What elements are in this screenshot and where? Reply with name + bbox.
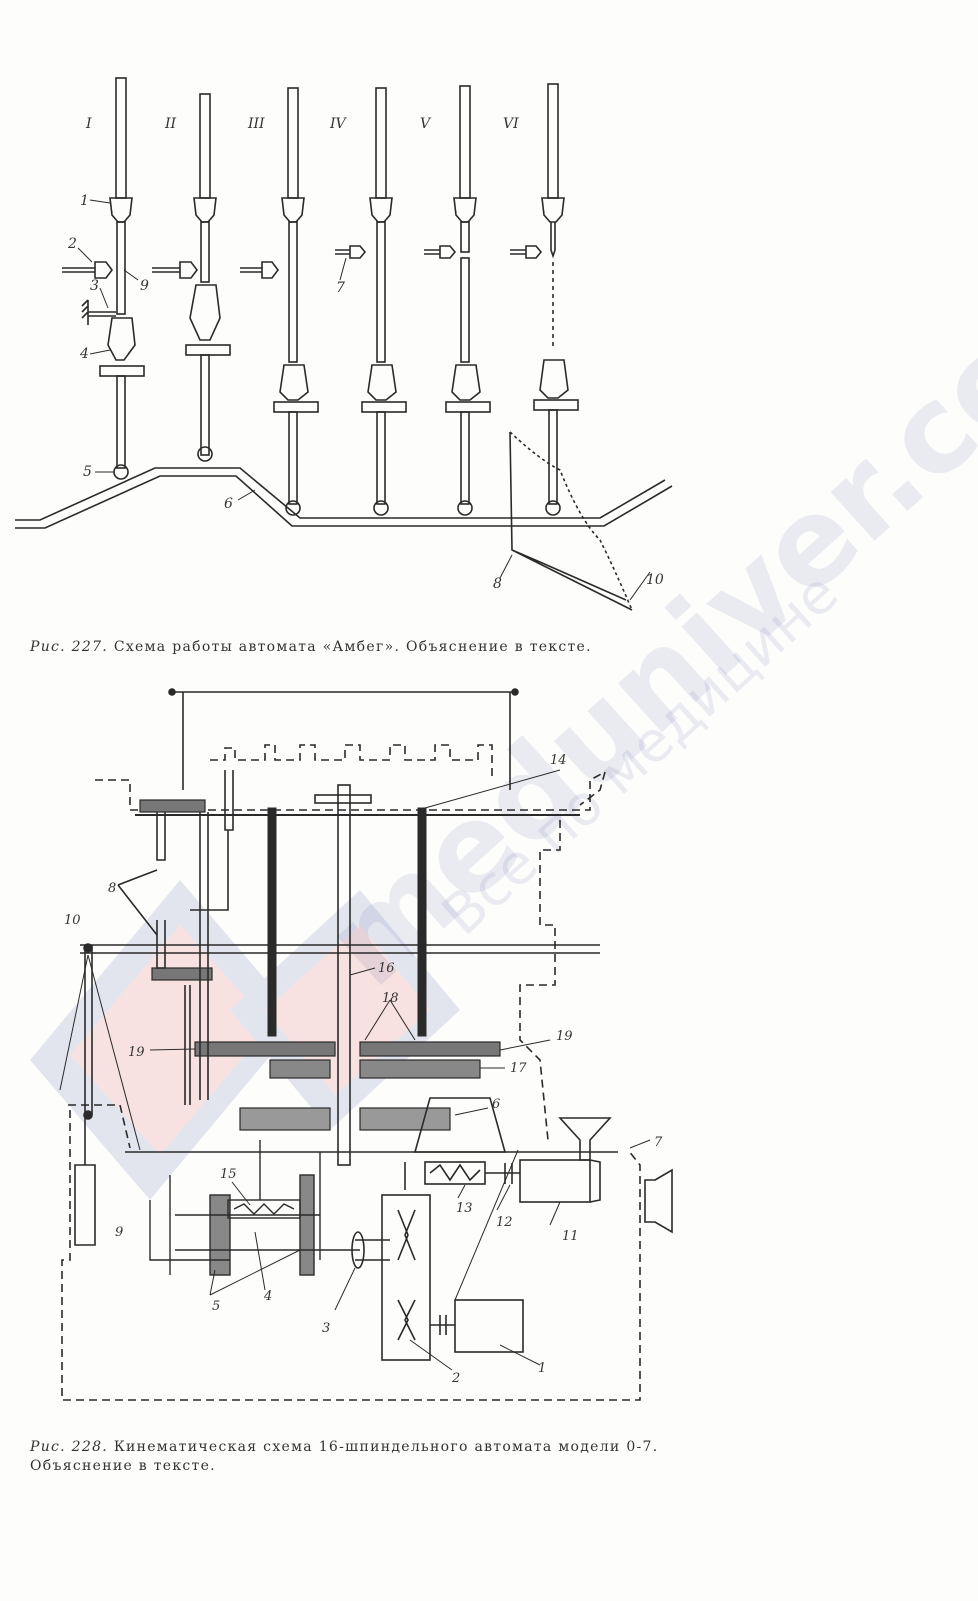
part-label-3: 3 [322,1321,330,1336]
spindle-II [185,93,231,462]
left-shafts [156,812,209,1105]
spindle-IV [361,87,407,516]
gear-rows [139,799,501,1131]
part-label-17: 17 [510,1061,527,1076]
part-label-2: 2 [451,1371,460,1386]
spindle-I [99,77,145,480]
cutter [81,299,116,325]
part-label-6: 6 [492,1097,500,1112]
part-label-4: 4 [263,1289,272,1304]
part-label-5: 5 [212,1299,220,1314]
part-label-8: 8 [493,576,502,592]
part-label-18: 18 [382,991,399,1006]
part-label-9: 9 [140,278,149,294]
spindle-VI [533,83,579,516]
figure-228-caption-text: Кинематическая схема 16-шпиндельного авт… [30,1439,659,1474]
spindle-rods [267,807,427,1037]
column-label-VI: VI [503,116,519,132]
part-label-13: 13 [456,1201,473,1216]
spindle-V [445,85,491,516]
part-label-8: 8 [108,881,116,896]
figure-227-number: Рис. 227. [30,639,109,655]
part-label-3: 3 [90,278,99,294]
cam-track [15,467,666,521]
column-label-II: II [164,116,177,132]
part-label-10: 10 [64,913,81,928]
motor [454,1299,524,1353]
central-shaft [337,784,351,1166]
top-bar [172,691,515,790]
figure-228-number: Рис. 228. [30,1439,109,1455]
part-label-5: 5 [83,464,92,480]
spindle-III [273,87,319,516]
part-label-14: 14 [550,753,567,768]
part-label-19-left: 19 [128,1045,145,1060]
gearbox [149,1140,360,1276]
part-label-7: 7 [336,280,345,296]
part-label-1: 1 [538,1361,546,1376]
part-label-12: 12 [496,1215,513,1230]
figure-227-caption-text: Схема работы автомата «Амбег». Объяснени… [113,639,592,655]
column-label-IV: IV [329,116,348,132]
part-label-11: 11 [562,1229,579,1244]
part-label-9: 9 [115,1225,123,1240]
motor-drive [351,1194,524,1361]
middle-plate [80,944,600,954]
machine-housing [61,744,641,1401]
feeder-unit [404,1097,673,1301]
column-label-V: V [420,116,432,132]
part-label-7: 7 [654,1135,663,1150]
part-label-10: 10 [646,572,664,588]
part-label-16: 16 [378,961,395,976]
part-label-6: 6 [224,496,233,512]
burners [62,245,543,279]
left-assembly [74,945,96,1246]
part-label-15: 15 [220,1167,237,1182]
chute [509,431,633,611]
part-label-19-right: 19 [556,1029,573,1044]
part-label-1: 1 [80,193,89,209]
column-label-I: I [85,116,92,132]
column-label-III: III [247,116,265,132]
part-label-2: 2 [67,236,77,252]
figure-228-caption: Рис. 228. Кинематическая схема 16-шпинде… [30,1438,670,1476]
part-label-4: 4 [79,346,89,362]
figure-227-caption: Рис. 227. Схема работы автомата «Амбег».… [30,638,670,657]
